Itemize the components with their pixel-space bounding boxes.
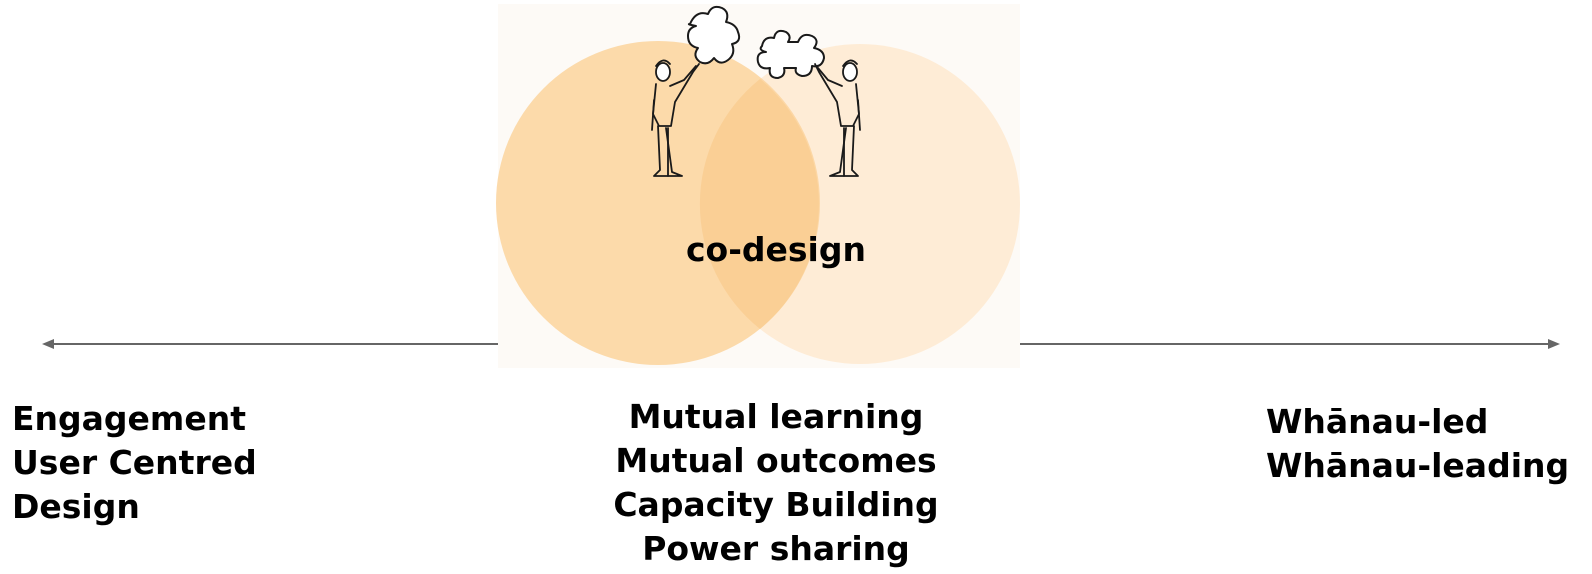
center-label-capacity-building: Capacity Building bbox=[613, 485, 939, 524]
left-person-figure bbox=[651, 59, 700, 177]
co-design-title: co-design bbox=[685, 230, 866, 269]
left-arrow bbox=[42, 339, 498, 349]
center-label-power-sharing: Power sharing bbox=[642, 529, 910, 568]
left-label-engagement: Engagement bbox=[12, 399, 246, 438]
right-arrow bbox=[1020, 339, 1560, 349]
venn-overlap bbox=[699, 79, 819, 329]
right-person-figure bbox=[814, 59, 861, 177]
center-label-mutual-learning: Mutual learning bbox=[628, 397, 924, 436]
left-label-design: Design bbox=[12, 487, 140, 526]
left-label-user-centred: User Centred bbox=[12, 443, 257, 482]
right-label-whanau-leading: Whānau-leading bbox=[1266, 446, 1570, 485]
center-label-group: Mutual learning Mutual outcomes Capacity… bbox=[576, 395, 976, 571]
left-label-group: Engagement User Centred Design bbox=[12, 397, 257, 529]
right-label-whanau-led: Whānau-led bbox=[1266, 402, 1489, 441]
left-puzzle-piece-icon bbox=[687, 5, 741, 65]
center-label-mutual-outcomes: Mutual outcomes bbox=[615, 441, 937, 480]
right-label-group: Whānau-led Whānau-leading bbox=[1266, 400, 1569, 488]
right-puzzle-piece-icon bbox=[756, 29, 825, 79]
